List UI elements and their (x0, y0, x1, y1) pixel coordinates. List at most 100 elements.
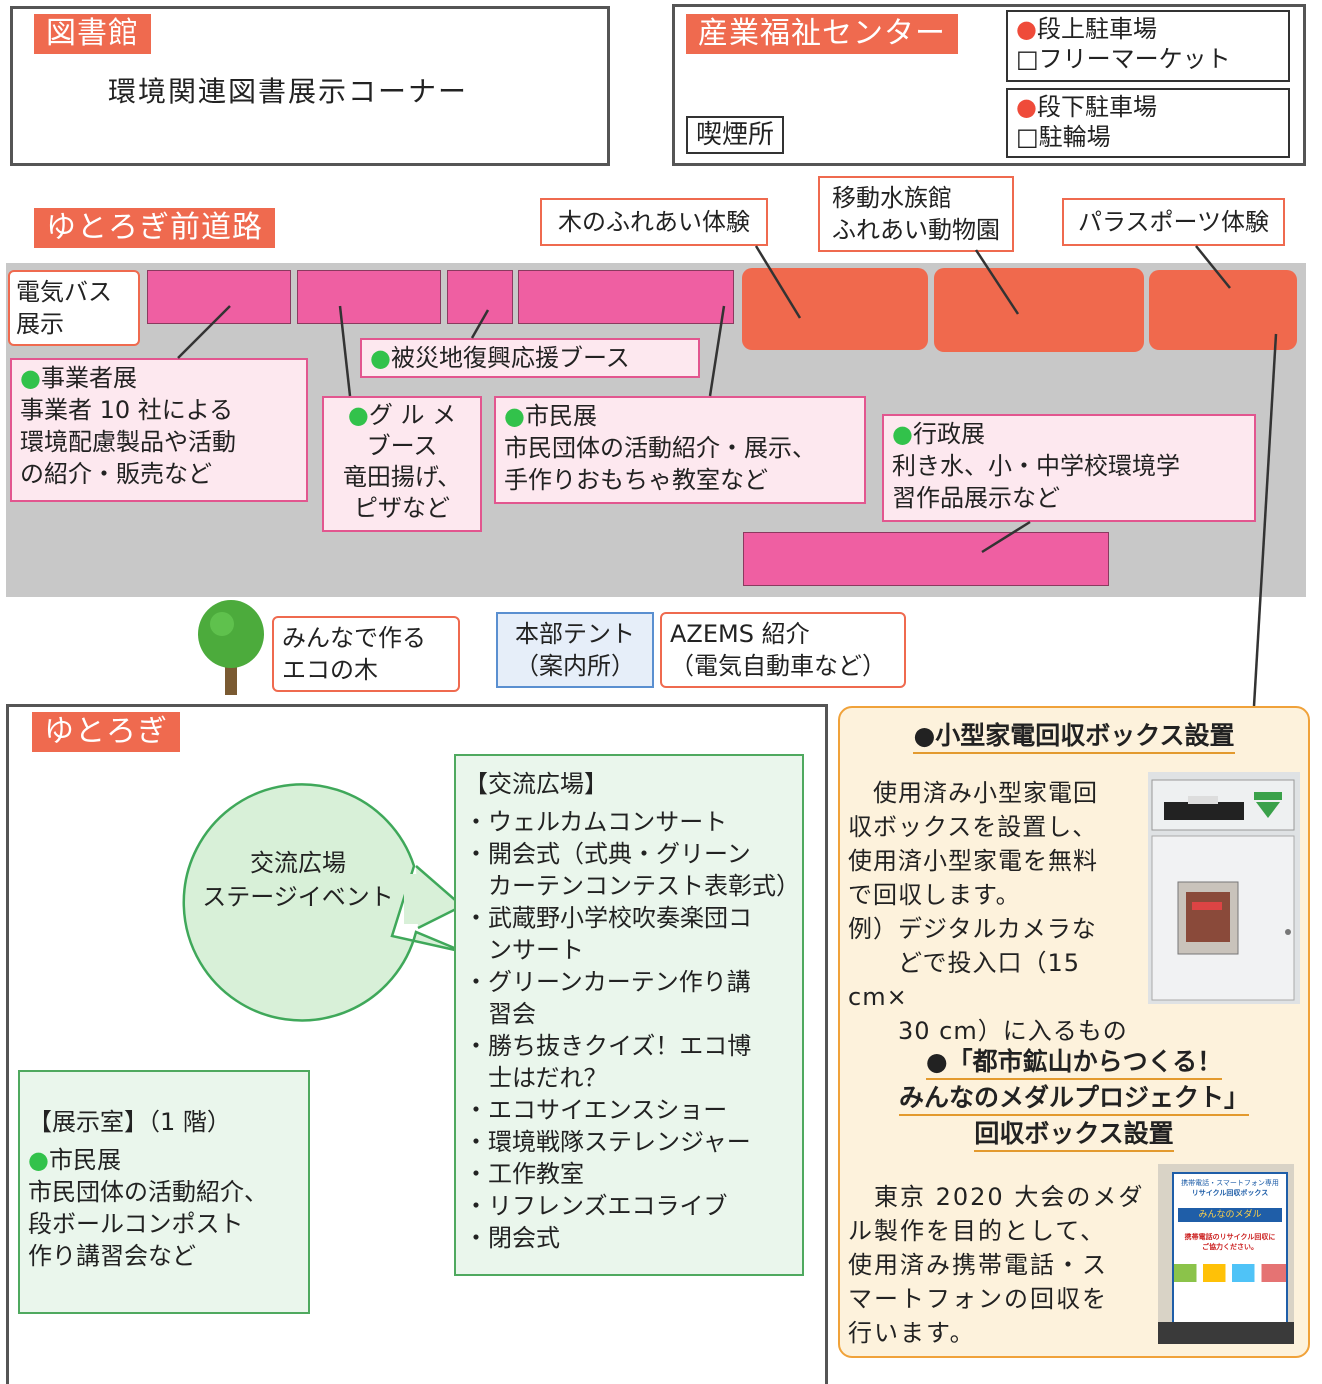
dot-label: 市民展 (48, 1146, 121, 1174)
ev-bus-label: 電気バス 展示 (8, 270, 140, 346)
smoking-area: 喫煙所 (686, 116, 785, 154)
recycle-title2-line1: ●「都市鉱山からつくる！ (925, 1047, 1223, 1080)
gourmet-line1: ブース (366, 432, 438, 460)
wood-label: 木のふれあい体験 (540, 198, 768, 246)
medal-box-base (1158, 1322, 1294, 1344)
poster-line2: リサイクル回収ボックス (1191, 1189, 1269, 1197)
aquarium-label: 移動水族館 ふれあい動物園 (818, 176, 1014, 252)
poster-medal: みんなのメダル (1178, 1208, 1282, 1222)
gourmet-box: ●グ ル メ ブース 竜田揚げ、 ピザなど (322, 396, 482, 532)
plaza-item: ・リフレンズエコライブ (464, 1192, 728, 1220)
ev-bus-line2: 展示 (16, 310, 64, 338)
ev-bus-line1: 電気バス (16, 278, 112, 306)
green-dot-icon: ● (504, 402, 525, 430)
library-text: 環境関連図書展示コーナー (108, 75, 469, 108)
hq-tent-line1: 本部テント (515, 620, 635, 648)
recycle-title2: ●「都市鉱山からつくる！ みんなのメダルプロジェクト」 回収ボックス設置 (838, 1044, 1310, 1152)
gourmet-line2: 竜田揚げ、 (342, 463, 462, 491)
green-dot-icon: ● (347, 401, 369, 429)
booth-wood (742, 268, 928, 350)
hq-tent: 本部テント （案内所） (496, 612, 654, 688)
medal-box-photo: 携帯電話・スマートフォン専用 リサイクル回収ボックス みんなのメダル 携帯電話の… (1158, 1164, 1294, 1344)
gourmet-line3: ピザなど (354, 494, 450, 522)
plaza-item: ・環境戦隊ステレンジャー (464, 1128, 751, 1156)
medal-box-panel: 携帯電話・スマートフォン専用 リサイクル回収ボックス みんなのメダル 携帯電話の… (1172, 1172, 1288, 1326)
business-box: ●事業者展 事業者 10 社による 環境配慮製品や活動 の紹介・販売など (10, 358, 308, 502)
dot-label: 行政展 (912, 420, 985, 448)
upper-parking-title: ●段上駐車場 (1016, 14, 1280, 44)
business-title: ●事業者展 (20, 362, 298, 394)
admin-title: ●行政展 (892, 418, 1246, 450)
dot-label: 市民展 (524, 402, 597, 430)
upper-parking: ●段上駐車場 □フリーマーケット (1006, 10, 1290, 82)
plaza-item: ・工作教室 (464, 1160, 584, 1188)
speech-bubble (182, 783, 465, 1022)
green-dot-icon: ● (370, 344, 391, 372)
plaza-title: 【交流広場】 (464, 770, 608, 798)
lower-parking-title: ●段下駐車場 (1016, 92, 1280, 122)
citizen-line1: 市民団体の活動紹介・展示、 (504, 434, 816, 462)
exhibit-line2: 段ボールコンポスト (28, 1210, 244, 1238)
plaza-item: ・グリーンカーテン作り講 (464, 968, 751, 996)
azems-line2: （電気自動車など） (670, 652, 886, 680)
poster-line5: ご協力ください。 (1202, 1243, 1258, 1251)
sangyo-tag: 産業福祉センター (686, 14, 958, 54)
bubble-text: 交流広場 ステージイベント (180, 846, 416, 914)
plaza-item: 習会 (464, 1000, 536, 1028)
recycle-body1: 使用済み小型家電回 収ボックスを設置し、 使用済小型家電を無料 で回収します。 … (848, 776, 1148, 1048)
aquarium-line1: 移動水族館 (832, 184, 952, 212)
business-line2: 環境配慮製品や活動 (20, 428, 236, 456)
dot-label: グ ル メ (368, 401, 457, 429)
admin-box: ●行政展 利き水、小・中学校環境学 習作品展示など (882, 414, 1256, 522)
body1-line: 使用済み小型家電回 (848, 779, 1098, 807)
recycle-body2: 東京 2020 大会のメダ ル製作を目的として、 使用済み携帯電話・ス マートフ… (848, 1180, 1154, 1350)
plaza-item: ・開会式（式典・グリーン (464, 840, 751, 868)
bubble-line2: ステージイベント (202, 883, 394, 911)
dot-label: 被災地復興応援ブース (390, 344, 630, 372)
body1-line: 例）デジタルカメラな (848, 915, 1097, 943)
recycle-title1-text: ●小型家電回収ボックス設置 (913, 721, 1235, 754)
booth-gourmet (297, 270, 441, 324)
exhibit-box: 【展示室】（1 階） ●市民展 市民団体の活動紹介、 段ボールコンポスト 作り講… (18, 1070, 310, 1314)
dot-label: 段上駐車場 (1036, 15, 1157, 43)
tree-icon (198, 600, 264, 695)
plaza-box: 【交流広場】 ・ウェルカムコンサート ・開会式（式典・グリーン カーテンコンテス… (454, 754, 804, 1276)
admin-line1: 利き水、小・中学校環境学 (892, 452, 1180, 480)
business-line3: の紹介・販売など (20, 460, 212, 488)
poster-line4: 携帯電話のリサイクル回収に (1184, 1233, 1276, 1241)
eco-tree-line2: エコの木 (282, 656, 378, 684)
body2-line: 行います。 (848, 1319, 976, 1347)
hq-tent-line2: （案内所） (515, 652, 635, 680)
green-dot-icon: ● (1016, 93, 1037, 121)
lower-parking-sub: □駐輪場 (1016, 123, 1111, 151)
booth-parasports (1149, 270, 1297, 350)
azems-label: AZEMS 紹介 （電気自動車など） (660, 612, 906, 688)
booth-disaster (447, 270, 513, 324)
body1-line: で回収します。 (848, 881, 1021, 909)
yutorogi-frame (6, 704, 828, 1384)
lower-parking: ●段下駐車場 □駐輪場 (1006, 88, 1290, 158)
plaza-item: ・ウェルカムコンサート (464, 808, 728, 836)
upper-parking-sub: □フリーマーケット (1016, 45, 1231, 73)
plaza-item: カーテンコンテスト表彰式） (464, 872, 800, 900)
exhibit-sub: ●市民展 (28, 1144, 300, 1176)
disaster-box: ●被災地復興応援ブース (360, 338, 700, 378)
body1-line: 30 cm）に入るもの (848, 1017, 1128, 1045)
booth-aquarium (934, 268, 1144, 352)
body1-line: 使用済小型家電を無料 (848, 847, 1098, 875)
body2-line: マートフォンの回収を (848, 1285, 1108, 1313)
plaza-item: ・エコサイエンスショー (464, 1096, 728, 1124)
admin-line2: 習作品展示など (892, 484, 1060, 512)
bubble-line1: 交流広場 (250, 849, 346, 877)
citizen-title: ●市民展 (504, 400, 856, 432)
plaza-item: ・武蔵野小学校吹奏楽団コ (464, 904, 752, 932)
recycle-title1: ●小型家電回収ボックス設置 (838, 716, 1310, 754)
plaza-item: ・閉会式 (464, 1224, 560, 1252)
business-line1: 事業者 10 社による (20, 396, 234, 424)
road-tag: ゆとろぎ前道路 (34, 208, 275, 248)
gourmet-title: ●グ ル メ (332, 400, 472, 431)
green-dot-icon: ● (28, 1146, 49, 1174)
plaza-item: ンサート (464, 936, 584, 964)
green-dot-icon: ● (20, 364, 41, 392)
eco-tree-line1: みんなで作る (282, 624, 426, 652)
